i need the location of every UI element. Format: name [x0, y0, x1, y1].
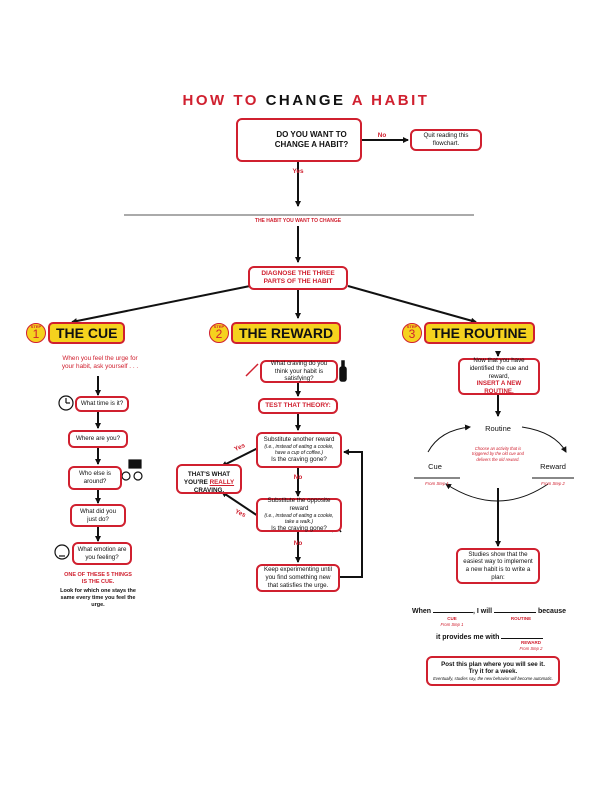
people-icon	[121, 459, 143, 481]
routine-blank	[494, 604, 537, 613]
page-title: HOW TO CHANGE A HABIT	[182, 92, 430, 109]
cue-conclusion-red: ONE OF THESE 5 THINGS IS THE CUE.	[64, 572, 132, 585]
post-plan-box: Post this plan where you will see it. Tr…	[426, 656, 560, 686]
test-theory-box: TEST THAT THEORY:	[258, 398, 338, 414]
step-1-title: THE CUE	[48, 322, 126, 344]
cycle-reward-from: From Step 2	[541, 481, 565, 486]
cycle-cue-label: Cue	[428, 462, 442, 471]
step-2-title: THE REWARD	[231, 322, 342, 344]
cue-blank	[433, 604, 474, 613]
cigarette-icon	[245, 363, 259, 377]
no-label: No	[377, 132, 387, 139]
cycle-reward-label: Reward	[540, 462, 566, 471]
reward-blank	[501, 630, 544, 639]
no-label-2: No	[293, 540, 303, 547]
cue-question-did: What did you just do?	[70, 504, 126, 527]
plan-line-1: When , I will because	[412, 604, 582, 615]
diagnose-text: DIAGNOSE THE THREE PARTS OF THE HABIT	[261, 269, 335, 285]
yes-label: Yes	[292, 168, 304, 175]
plan-line-2: it provides me with	[436, 630, 576, 641]
substitute-another-box: Substitute another reward (i.e., instead…	[256, 432, 342, 468]
quit-box: Quit reading this flowchart.	[410, 129, 482, 151]
cue-question-who: Who else is around?	[68, 466, 122, 490]
cue-question-where: Where are you?	[68, 430, 128, 448]
plan-reward-from: From Step 2	[519, 646, 543, 651]
bottle-icon	[339, 360, 347, 382]
plan-cue-label: CUE	[447, 616, 457, 621]
really-craving-box: THAT'S WHAT YOU'RE REALLY CRAVING.	[176, 464, 242, 494]
cue-conclusion: Look for which one stays the same every …	[60, 588, 136, 608]
question-text: DO YOU WANT TO CHANGE A HABIT?	[274, 130, 349, 149]
plan-reward-label: REWARD	[521, 640, 541, 645]
cue-question-time: What time is it?	[75, 396, 129, 412]
insert-routine-box: Now that you have identified the cue and…	[458, 357, 540, 395]
clock-icon	[58, 395, 74, 411]
step-1-badge: STEP 1	[26, 323, 46, 343]
keep-experimenting-box: Keep experimenting until you find someth…	[256, 564, 340, 592]
plan-routine-label: ROUTINE	[510, 616, 532, 621]
substitute-opposite-box: Substitute the opposite reward (i.e., in…	[256, 497, 342, 532]
reward-craving-question: What craving do you think your habit is …	[260, 360, 338, 383]
cue-intro: When you feel the urge for your habit, a…	[61, 355, 139, 370]
habit-line-label: THE HABIT YOU WANT TO CHANGE	[254, 218, 342, 224]
step-3-badge: STEP 3	[402, 323, 422, 343]
cycle-routine-label: Routine	[485, 424, 511, 433]
step-3-header: STEP 3 THE ROUTINE	[402, 322, 535, 344]
question-box: DO YOU WANT TO CHANGE A HABIT?	[236, 118, 362, 162]
plan-cue-from: From Step 1	[440, 622, 464, 627]
step-2-badge: STEP 2	[209, 323, 229, 343]
step-3-title: THE ROUTINE	[424, 322, 535, 344]
cycle-note: Choose an activity that is triggered by …	[472, 446, 524, 462]
step-1-header: STEP 1 THE CUE	[26, 322, 126, 344]
no-label-1: No	[293, 474, 303, 481]
cue-question-emotion: What emotion are you feeling?	[72, 542, 132, 565]
diagnose-box: DIAGNOSE THE THREE PARTS OF THE HABIT	[248, 266, 348, 290]
cycle-cue-from: From Step 1	[425, 481, 449, 486]
studies-box: Studies show that the easiest way to imp…	[456, 548, 540, 584]
face-icon	[54, 544, 70, 560]
quit-text: Quit reading this flowchart.	[423, 132, 469, 147]
step-2-header: STEP 2 THE REWARD	[209, 322, 342, 344]
